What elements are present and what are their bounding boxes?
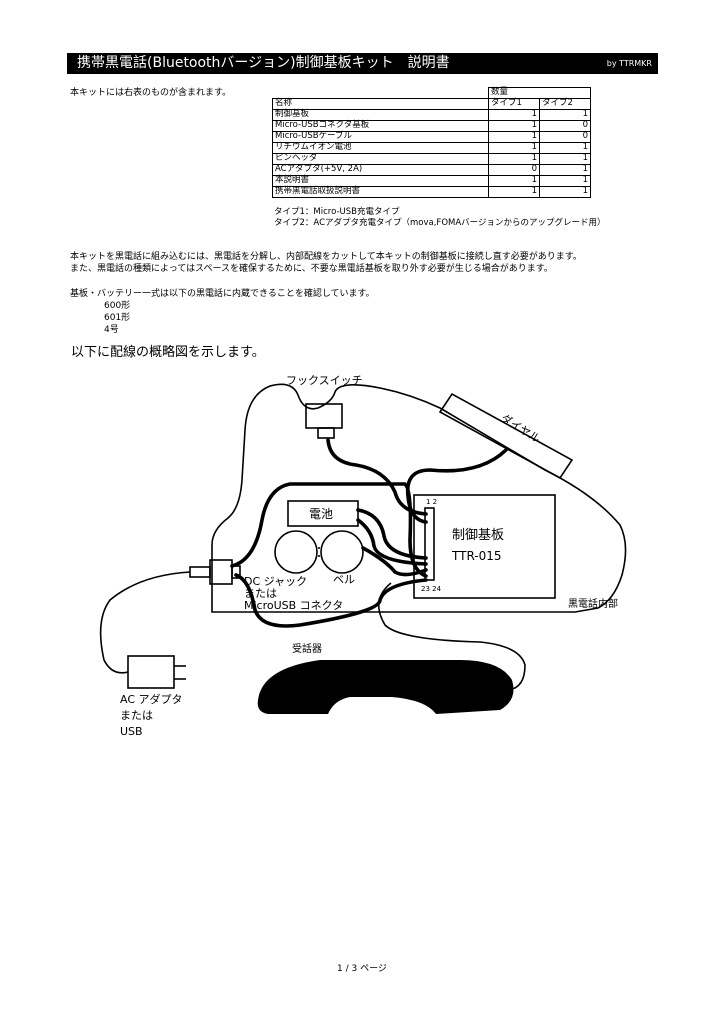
model-item: 4号 — [104, 325, 119, 335]
table-row: 携帯黒電話取扱説明書 1 1 — [272, 186, 591, 198]
phone-body-outline — [211, 383, 627, 613]
bell-left — [274, 530, 318, 574]
label-pin-bottom: 23 24 — [421, 585, 442, 593]
label-or-2: または — [120, 709, 153, 722]
label-battery: 電池 — [309, 507, 333, 521]
diagram-heading: 以下に配線の概略図を示します。 — [71, 345, 265, 360]
label-hook-switch: フックスイッチ — [286, 374, 363, 387]
dial-shape — [438, 392, 574, 480]
title-bar: 携帯黒電話(Bluetoothバージョン)制御基板キット 説明書 by TTRM… — [67, 53, 658, 74]
intro-text: 本キットには右表のものが含まれます。 — [70, 88, 232, 98]
label-ac-adapter: AC アダプタ — [120, 692, 183, 706]
paragraph-line-2: また、黒電話の種類によってはスペースを確保するために、不要な黒電話基板を取り外す… — [70, 264, 553, 274]
note-type1: タイプ1：Micro-USB充電タイプ — [274, 207, 400, 217]
table-notes: タイプ1：Micro-USB充電タイプ タイプ2：ACアダプタ充電タイプ（mov… — [274, 207, 606, 228]
dc-jack-shape — [209, 559, 233, 585]
label-dial: ダイヤル — [498, 411, 542, 446]
table-row: 制御基板 1 1 — [272, 109, 591, 121]
parts-table: 数量 名称 タイプ1 タイプ2 制御基板 1 1 Micro-USBコネクタ基板… — [272, 87, 591, 198]
compat-intro: 基板・バッテリー一式は以下の黒電話に内蔵できることを確認しています。 — [70, 289, 375, 299]
label-board-title: 制御基板 — [452, 528, 504, 543]
connector-header — [424, 507, 435, 581]
table-row: 本説明書 1 1 — [272, 175, 591, 187]
table-row: ACアダプタ(+5V, 2A) 0 1 — [272, 164, 591, 176]
page-footer: 1 / 3 ページ — [337, 964, 387, 974]
note-type2: タイプ2：ACアダプタ充電タイプ（mova,FOMAバージョンからのアップグレー… — [274, 217, 606, 228]
model-item: 600形 — [104, 301, 131, 311]
label-microusb: MicroUSB コネクタ — [244, 599, 343, 612]
label-bell: ベル — [333, 573, 355, 586]
table-row: ピンヘッダ 1 1 — [272, 153, 591, 165]
bell-right — [320, 530, 364, 574]
model-item: 601形 — [104, 313, 131, 323]
label-board-model: TTR-015 — [451, 549, 502, 563]
col-name-header: 名称 — [272, 98, 489, 110]
handset-shape — [257, 660, 514, 714]
table-row: Micro-USBケーブル 1 0 — [272, 131, 591, 143]
label-pin-top: 1 2 — [426, 498, 437, 506]
label-handset: 受話器 — [292, 642, 322, 655]
label-phone-inside: 黒電話内部 — [568, 597, 618, 610]
control-board-shape — [413, 494, 556, 599]
paragraph-line-1: 本キットを黒電話に組み込むには、黒電話を分解し、内部配線をカットして本キットの制… — [70, 252, 582, 262]
col-type2-header: タイプ2 — [539, 98, 591, 110]
table-row: リチウムイオン電池 1 1 — [272, 142, 591, 154]
table-row: Micro-USBコネクタ基板 1 0 — [272, 120, 591, 132]
battery-shape — [287, 500, 359, 527]
document-title: 携帯黒電話(Bluetoothバージョン)制御基板キット 説明書 — [77, 55, 450, 71]
author-credit: by TTRMKR — [606, 59, 652, 68]
qty-header: 数量 — [488, 87, 591, 99]
label-dc-jack: DC ジャック — [244, 575, 307, 588]
ac-adapter-shape — [127, 655, 175, 689]
label-or-1: または — [244, 587, 277, 600]
hook-switch-shape — [305, 403, 343, 429]
label-usb: USB — [120, 725, 143, 738]
